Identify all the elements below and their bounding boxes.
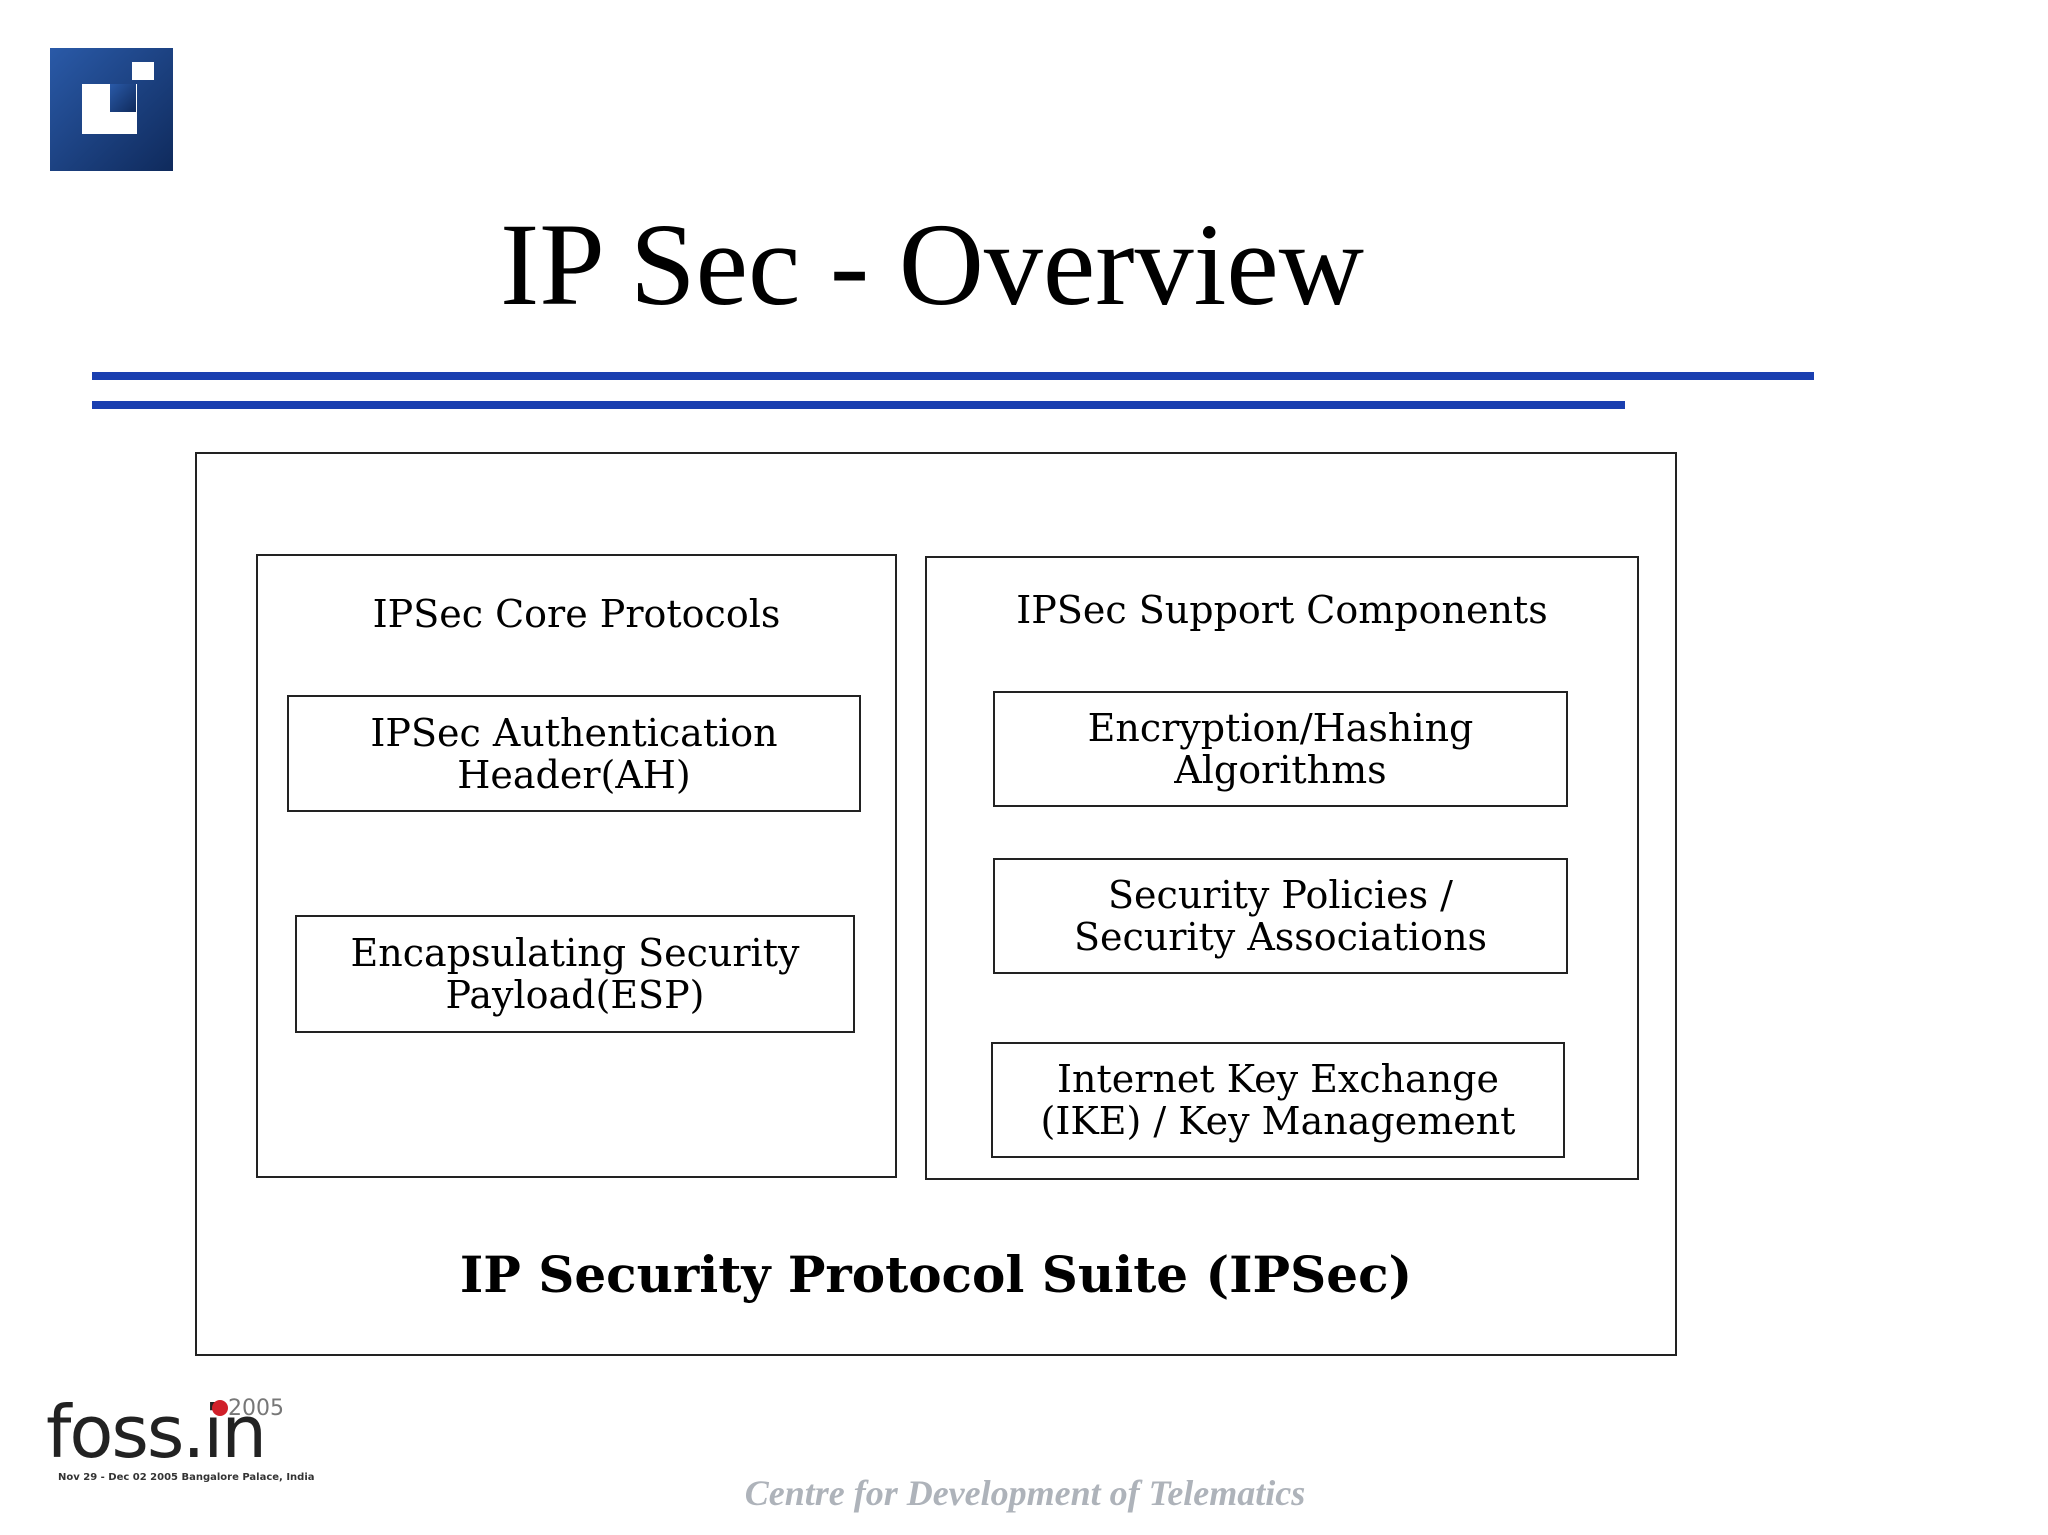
cdac-logo-icon [50, 48, 173, 171]
foss-event-details: Nov 29 - Dec 02 2005 Bangalore Palace, I… [58, 1472, 315, 1483]
core-protocols-title: IPSec Core Protocols [372, 592, 781, 636]
support-components-group [925, 556, 1639, 1180]
ike-box: Internet Key Exchange (IKE) / Key Manage… [991, 1042, 1565, 1158]
title-rule-top [92, 372, 1814, 380]
foss-in-logo: foss.in 2005 Nov 29 - Dec 02 2005 Bangal… [46, 1390, 315, 1492]
foss-logo-text: foss.in [46, 1390, 267, 1474]
foss-dot-icon [212, 1400, 228, 1416]
encryption-hashing-box: Encryption/Hashing Algorithms [993, 691, 1568, 807]
slide-title: IP Sec - Overview [500, 199, 1364, 330]
ah-box: IPSec Authentication Header(AH) [287, 695, 861, 812]
suite-label: IP Security Protocol Suite (IPSec) [459, 1245, 1413, 1304]
core-protocols-group [256, 554, 897, 1178]
title-rule-bottom [92, 401, 1625, 409]
security-policies-box: Security Policies / Security Association… [993, 858, 1568, 974]
support-components-title: IPSec Support Components [1016, 588, 1548, 632]
esp-box: Encapsulating Security Payload(ESP) [295, 915, 855, 1033]
footer-organization: Centre for Development of Telematics [744, 1473, 1306, 1513]
foss-year: 2005 [228, 1396, 284, 1421]
